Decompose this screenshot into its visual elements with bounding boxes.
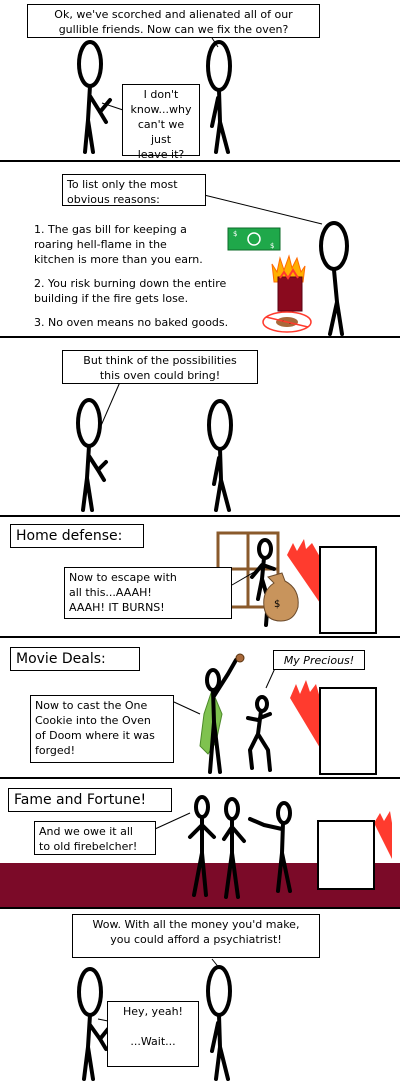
cloaked-figure-body [208, 658, 238, 774]
oven-flame [290, 680, 320, 748]
left-figure-head [77, 40, 103, 88]
oven [319, 546, 377, 634]
svg-text:$: $ [270, 242, 274, 250]
oven [317, 820, 375, 890]
speech-bubble-left-figure: I don't know...why can't we just leave i… [122, 84, 200, 161]
figure-2-body [222, 817, 246, 899]
burning-building-icon [271, 254, 306, 312]
right-figure-head [206, 40, 232, 92]
panel-6: Fame and Fortune! And we owe it all to o… [0, 779, 400, 907]
panel-3: But think of the possibilities this oven… [0, 338, 400, 515]
reason-3-text: 3. No oven means no baked goods. [34, 316, 229, 329]
left-figure-head [76, 398, 102, 448]
figure-1-body [188, 815, 216, 897]
speech-bubble-right-figure: Wow. With all the money you'd make, you … [72, 914, 320, 958]
panel-7: Wow. With all the money you'd make, you … [0, 909, 400, 1085]
figure-head [319, 221, 349, 271]
speech-bubble-left-figure: But think of the possibilities this oven… [62, 350, 258, 384]
cookie-icon [235, 653, 245, 663]
panel-1: Ok, we've scorched and alienated all of … [0, 0, 400, 161]
money-bag-icon [263, 572, 299, 622]
panel-6-art [0, 795, 400, 907]
figure-3-head [276, 801, 292, 825]
no-cookie-icon [262, 311, 312, 333]
speech-bubble-right-figure: Ok, we've scorched and alienated all of … [27, 4, 320, 38]
panel-divider [0, 907, 400, 909]
panel-4: $ Home defense: Now to escape with all t… [0, 517, 400, 636]
caption-fame-and-fortune: Fame and Fortune! [8, 788, 172, 812]
caption-home-defense: Home defense: [10, 524, 144, 548]
panel-divider [0, 160, 400, 162]
panel-2: $ $ To list only the most obvi [0, 162, 400, 336]
panel-divider [0, 636, 400, 638]
oven-flame [374, 811, 392, 859]
panel-1-art [77, 37, 232, 154]
cloaked-figure-head [205, 668, 221, 692]
speech-bubble-creature: My Precious! [273, 650, 365, 670]
caption-movie-deals: Movie Deals: [10, 647, 140, 671]
left-figure-body [82, 1013, 110, 1081]
figure-3-body [248, 817, 292, 893]
left-figure-body [83, 84, 112, 154]
speech-bubble-cloaked-figure: Now to cast the One Cookie into the Oven… [30, 695, 174, 763]
panel-3-art [76, 381, 233, 512]
reason-1-text: 1. The gas bill for keeping a roaring he… [34, 223, 203, 266]
speech-bubble-figure: And we owe it all to old firebelcher! [34, 821, 156, 855]
panel-5: Movie Deals: Now to cast the One Cookie … [0, 638, 400, 777]
oven [319, 687, 377, 775]
panel-divider [0, 777, 400, 779]
right-figure-body [210, 1013, 230, 1081]
panel-divider [0, 515, 400, 517]
left-figure-head [77, 967, 103, 1017]
svg-text:$: $ [233, 230, 237, 238]
right-figure-body [212, 447, 231, 512]
panel-7-art [77, 958, 232, 1081]
figure-1-head [194, 795, 210, 819]
oven-flame [287, 539, 320, 603]
panel-divider [0, 336, 400, 338]
figure-body [328, 268, 344, 336]
creature-head [255, 695, 269, 713]
speech-bubble-reasons-intro: To list only the most obvious reasons: [62, 174, 206, 206]
speech-bubble-left-figure: Hey, yeah! ...Wait... [107, 1001, 199, 1067]
right-figure-head [206, 965, 232, 1017]
left-figure-body [81, 444, 108, 512]
speech-bubble-burglar: Now to escape with all this...AAAH! AAAH… [64, 567, 232, 619]
panel-2-art: $ $ [199, 193, 349, 336]
burglar-head [257, 538, 273, 560]
right-figure-head [207, 399, 233, 451]
figure-2-head [224, 797, 240, 821]
reason-2-text: 2. You risk burning down the entire buil… [34, 277, 227, 305]
creature-body [246, 709, 272, 772]
panel-5-art [173, 653, 377, 775]
right-figure-body [210, 88, 230, 154]
money-bill-icon: $ $ [227, 227, 281, 251]
money-bag-label: $ [274, 599, 280, 610]
